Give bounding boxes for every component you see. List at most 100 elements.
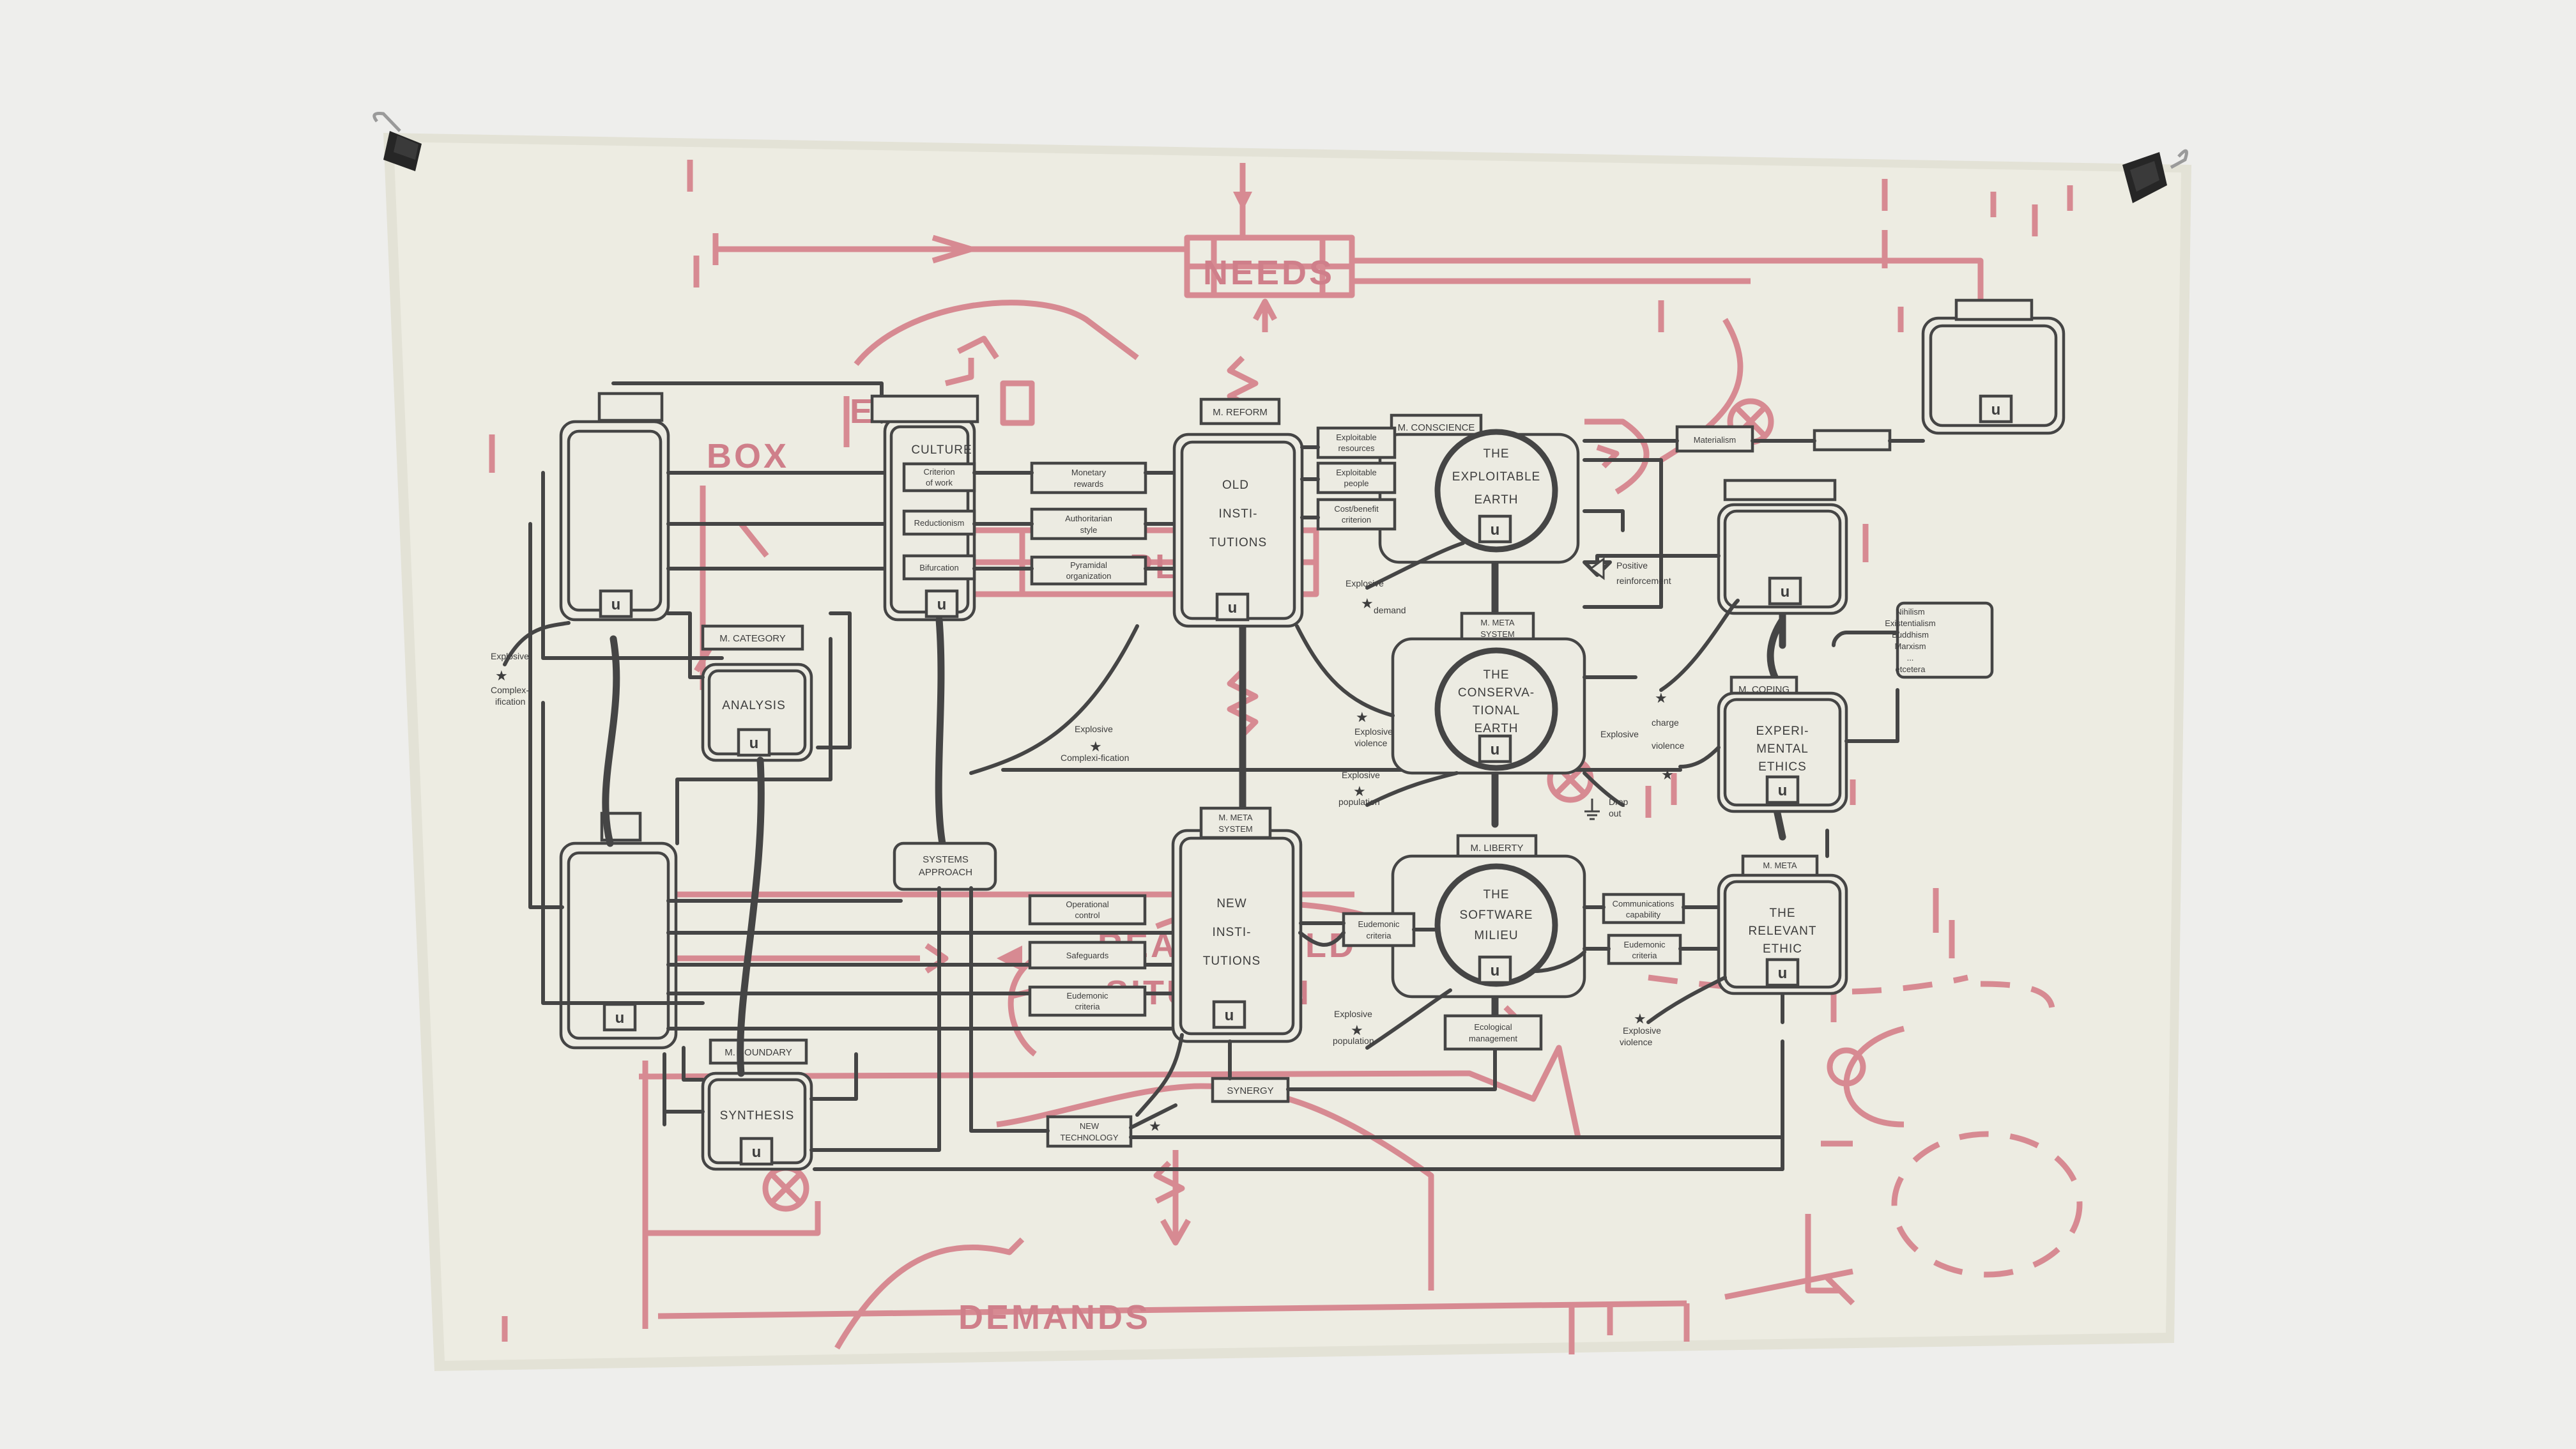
svg-text:Explosive: Explosive (1600, 729, 1639, 739)
box-label: BOX (707, 437, 789, 475)
svg-text:...: ... (1907, 653, 1914, 663)
black-diagram: u u CULTURE Criterion of work Reductioni… (491, 298, 2066, 1171)
svg-text:people: people (1344, 479, 1368, 488)
svg-text:Buddhism: Buddhism (1892, 630, 1929, 640)
svg-text:criterion: criterion (1342, 515, 1371, 525)
svg-text:Eudemonic: Eudemonic (1066, 991, 1108, 1000)
svg-text:u: u (1778, 965, 1788, 982)
svg-text:organization: organization (1066, 571, 1112, 581)
svg-text:SYNERGY: SYNERGY (1227, 1085, 1273, 1096)
svg-text:Authoritarian: Authoritarian (1065, 514, 1112, 523)
svg-text:TECHNOLOGY: TECHNOLOGY (1060, 1133, 1118, 1142)
svg-text:style: style (1080, 525, 1098, 535)
svg-text:Exploitable: Exploitable (1336, 468, 1377, 477)
analysis-title: ANALYSIS (722, 699, 786, 712)
svg-text:APPROACH: APPROACH (919, 867, 972, 878)
svg-text:rewards: rewards (1074, 479, 1104, 489)
svg-text:Explosive: Explosive (1075, 724, 1113, 734)
svg-text:M. META: M. META (1480, 618, 1515, 627)
svg-text:criteria: criteria (1075, 1002, 1100, 1011)
svg-text:u: u (1491, 521, 1500, 539)
svg-text:EARTH: EARTH (1474, 722, 1518, 735)
svg-text:SYSTEM: SYSTEM (1480, 629, 1514, 639)
svg-text:★: ★ (1361, 595, 1374, 611)
svg-text:u: u (937, 596, 947, 613)
svg-text:Reductionism: Reductionism (914, 518, 965, 528)
svg-text:resources: resources (1338, 443, 1375, 453)
explosion-star-icons: ★ ★ ★ ★ ★ ★ ★ ★ ★ ★ (495, 595, 1674, 1134)
svg-text:★: ★ (495, 668, 508, 684)
svg-text:THE: THE (1770, 907, 1796, 920)
svg-text:ETHICS: ETHICS (1758, 760, 1807, 774)
svg-text:u: u (1781, 583, 1790, 601)
svg-text:Explosive: Explosive (1334, 1009, 1372, 1019)
svg-text:Criterion: Criterion (923, 467, 954, 477)
svg-text:u: u (611, 596, 621, 613)
svg-text:EARTH: EARTH (1474, 493, 1518, 507)
reform-label: M. REFORM (1213, 407, 1268, 418)
svg-text:u: u (752, 1144, 762, 1161)
svg-text:Communications: Communications (1613, 899, 1675, 908)
svg-text:charge: charge (1652, 717, 1679, 728)
svg-text:Drop: Drop (1609, 797, 1629, 807)
svg-text:TUTIONS: TUTIONS (1203, 954, 1261, 968)
svg-text:management: management (1469, 1034, 1517, 1043)
svg-text:TIONAL: TIONAL (1473, 704, 1521, 717)
svg-text:control: control (1075, 910, 1100, 920)
binder-clip-right-icon (2122, 149, 2188, 203)
svg-text:THE: THE (1483, 447, 1510, 461)
needs-label: NEEDS (1203, 254, 1335, 292)
svg-text:EXPLOITABLE: EXPLOITABLE (1452, 470, 1540, 484)
svg-text:Explosive: Explosive (491, 651, 529, 661)
svg-text:M. META: M. META (1218, 813, 1253, 822)
svg-text:Cost/benefit: Cost/benefit (1334, 504, 1379, 514)
svg-text:M. META: M. META (1763, 861, 1797, 870)
svg-text:population: population (1333, 1036, 1374, 1046)
svg-text:Explosive: Explosive (1623, 1025, 1661, 1036)
svg-text:criteria: criteria (1632, 951, 1657, 960)
svg-text:ification: ification (495, 696, 525, 707)
svg-text:capability: capability (1626, 910, 1661, 919)
svg-text:★: ★ (1634, 1011, 1646, 1027)
svg-text:★: ★ (1353, 783, 1366, 799)
svg-text:NEW: NEW (1080, 1121, 1100, 1131)
svg-text:of work: of work (926, 478, 953, 487)
svg-text:Ecological: Ecological (1474, 1022, 1512, 1032)
culture-title: CULTURE (911, 443, 972, 457)
svg-text:ETHIC: ETHIC (1763, 942, 1802, 956)
svg-text:Pyramidal: Pyramidal (1070, 560, 1107, 570)
svg-text:★: ★ (1149, 1118, 1162, 1134)
svg-text:INSTI-: INSTI- (1219, 507, 1258, 521)
svg-text:Existentialism: Existentialism (1885, 618, 1935, 628)
svg-text:Eudemonic: Eudemonic (1358, 919, 1400, 929)
category-label: M. CATEGORY (719, 633, 786, 644)
synthesis-title: SYNTHESIS (720, 1109, 795, 1123)
svg-text:criteria: criteria (1366, 931, 1392, 940)
svg-text:reinforcement: reinforcement (1616, 576, 1671, 586)
svg-text:TUTIONS: TUTIONS (1209, 536, 1267, 549)
svg-text:NEW: NEW (1216, 897, 1246, 910)
svg-text:EXPERI-: EXPERI- (1756, 724, 1809, 738)
liberty-label: M. LIBERTY (1470, 843, 1523, 854)
svg-text:Exploitable: Exploitable (1336, 433, 1377, 442)
svg-text:★: ★ (1351, 1022, 1363, 1038)
svg-text:Materialism: Materialism (1694, 435, 1736, 445)
svg-text:u: u (1228, 599, 1238, 617)
svg-text:Bifurcation: Bifurcation (919, 563, 958, 572)
boundary-label: M. BOUNDARY (724, 1047, 792, 1058)
svg-text:Complex-: Complex- (491, 685, 529, 695)
svg-text:u: u (1491, 962, 1500, 979)
red-overlay: NEEDS (489, 160, 2083, 1354)
svg-text:Nihilism: Nihilism (1896, 607, 1925, 617)
svg-text:★: ★ (1089, 739, 1102, 755)
svg-text:CONSERVA-: CONSERVA- (1458, 686, 1535, 700)
svg-text:SYSTEMS: SYSTEMS (923, 854, 969, 865)
svg-text:u: u (615, 1009, 625, 1027)
svg-text:Explosive: Explosive (1342, 770, 1380, 780)
svg-text:Positive: Positive (1616, 560, 1648, 571)
svg-text:★: ★ (1661, 767, 1674, 783)
svg-text:Monetary: Monetary (1071, 468, 1107, 477)
svg-text:INSTI-: INSTI- (1213, 926, 1252, 939)
poster (383, 133, 2191, 1371)
